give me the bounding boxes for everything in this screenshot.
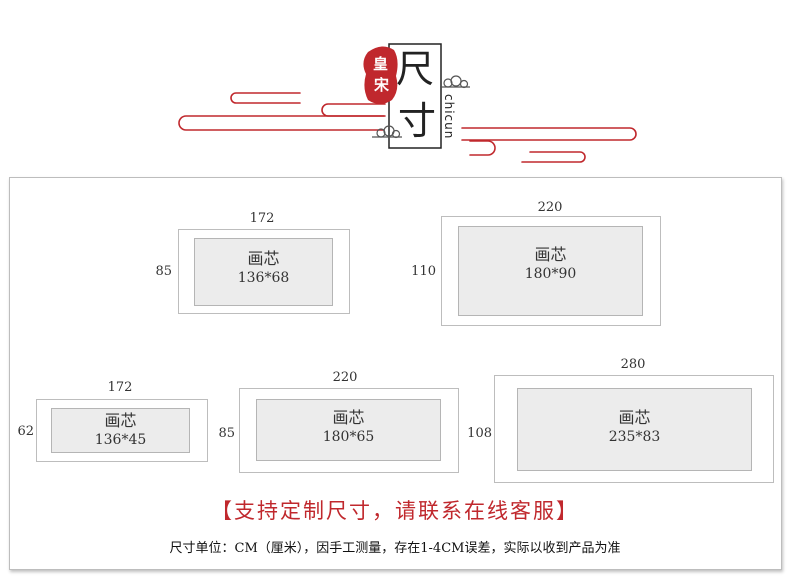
- cloud-line-left-1: [230, 92, 301, 104]
- frame-1-core-size: 136*68: [237, 270, 290, 286]
- frame-5-width-label: 280: [620, 357, 646, 372]
- frame-4-core: 画芯 180*65: [256, 399, 441, 461]
- frame-1-height-label: 85: [155, 264, 172, 279]
- frame-2-core-size: 180*90: [524, 266, 577, 282]
- cloud-line-left-3: [178, 115, 385, 131]
- frame-5-core-size: 235*83: [608, 429, 661, 445]
- frame-1-core-label: 画芯: [247, 249, 280, 268]
- cloud-ornament-right: [440, 75, 470, 89]
- cloud-line-left-2: [321, 103, 386, 117]
- frame-3-height-label: 62: [17, 424, 34, 439]
- frame-4-width-label: 220: [332, 370, 358, 385]
- seal-stamp: [363, 46, 398, 104]
- header-cloud-decoration: [178, 43, 637, 163]
- cloud-line-right-2: [469, 140, 496, 156]
- frame-4-height-label: 85: [218, 426, 235, 441]
- frame-2-width-label: 220: [537, 200, 563, 215]
- frame-3-width-label: 172: [107, 380, 133, 395]
- seal-char-1: 皇: [373, 55, 389, 73]
- seal-char-2: 宋: [374, 76, 390, 94]
- unit-disclaimer: 尺寸单位：CM（厘米），因手工测量，存在1-4CM误差，实际以收到产品为准: [169, 541, 621, 556]
- frame-5-height-label: 108: [467, 426, 492, 441]
- frame-3-core-label: 画芯: [104, 411, 137, 430]
- frame-2-height-label: 110: [411, 264, 436, 279]
- title-pinyin: chicun: [442, 94, 456, 140]
- frame-4-core-label: 画芯: [332, 408, 365, 427]
- cloud-ornament-left: [372, 125, 402, 139]
- frame-1-core: 画芯 136*68: [194, 238, 333, 306]
- cloud-line-right-1: [461, 127, 637, 141]
- custom-size-note: 【支持定制尺寸，请联系在线客服】: [211, 499, 579, 523]
- title-char-2: 寸: [398, 99, 437, 143]
- frame-5-core-label: 画芯: [618, 408, 651, 427]
- frame-5-core: 画芯 235*83: [517, 388, 752, 471]
- frame-1-width-label: 172: [249, 211, 275, 226]
- frame-3-core: 画芯 136*45: [51, 408, 190, 453]
- frame-3-core-size: 136*45: [94, 432, 147, 448]
- title-char-1: 尺: [396, 47, 435, 91]
- frame-2-core: 画芯 180*90: [458, 226, 643, 316]
- frame-2-core-label: 画芯: [534, 245, 567, 264]
- frame-4-core-size: 180*65: [322, 429, 375, 445]
- cloud-line-right-3: [521, 151, 586, 163]
